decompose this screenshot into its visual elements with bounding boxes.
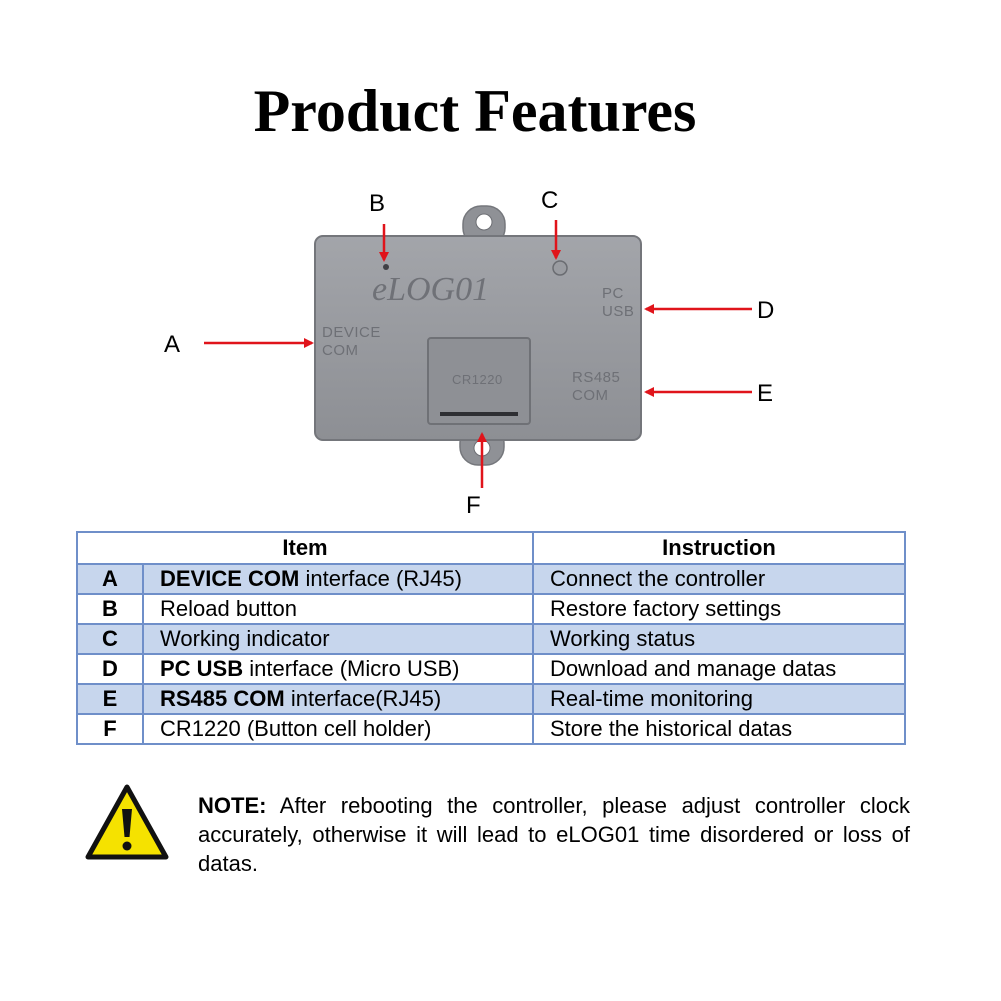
- row-item: Reload button: [142, 593, 534, 625]
- pc-usb-label-line2: USB: [602, 303, 634, 320]
- callout-c: C: [541, 187, 558, 214]
- row-code: B: [76, 593, 144, 625]
- callout-d: D: [757, 297, 774, 324]
- row-item: Working indicator: [142, 623, 534, 655]
- row-item-text: interface (RJ45): [299, 566, 462, 591]
- row-item: DEVICE COM interface (RJ45): [142, 563, 534, 595]
- row-item-text: Working indicator: [160, 626, 330, 651]
- row-item-bold: PC USB: [160, 656, 244, 681]
- row-code: D: [76, 653, 144, 685]
- row-item-bold: DEVICE COM: [160, 566, 300, 591]
- row-item-text: interface (Micro USB): [243, 656, 460, 681]
- features-table: Item Instruction A DEVICE COM interface …: [76, 531, 906, 745]
- device-com-label-line2: COM: [322, 342, 359, 359]
- pc-usb-label-line1: PC: [602, 285, 624, 302]
- row-code: A: [76, 563, 144, 595]
- device-com-label-line1: DEVICE: [322, 324, 381, 341]
- row-code: E: [76, 683, 144, 715]
- page-title: Product Features: [253, 78, 697, 144]
- table-header-row: Item Instruction: [76, 531, 906, 565]
- row-item: RS485 COM interface(RJ45): [142, 683, 534, 715]
- note-label: NOTE:: [198, 793, 267, 818]
- row-item-text: Reload button: [160, 596, 297, 621]
- device-diagram: eLOG01 DEVICE COM PC USB RS485 COM CR122…: [164, 187, 774, 519]
- row-item-bold: RS485 COM: [160, 686, 285, 711]
- reload-button-hole: [383, 264, 389, 270]
- table-row: B Reload button Restore factory settings: [76, 593, 906, 625]
- row-item-text: CR1220 (Button cell holder): [160, 716, 432, 741]
- row-instruction: Real-time monitoring: [532, 683, 906, 715]
- callout-e: E: [757, 380, 773, 407]
- row-instruction: Store the historical datas: [532, 713, 906, 745]
- row-code: F: [76, 713, 144, 745]
- row-instruction: Download and manage datas: [532, 653, 906, 685]
- row-code: C: [76, 623, 144, 655]
- device-logo: eLOG01: [372, 271, 489, 308]
- header-item: Item: [76, 531, 534, 565]
- note-text: NOTE: After rebooting the controller, pl…: [198, 791, 910, 878]
- warning-icon: [85, 784, 169, 860]
- callout-b: B: [369, 190, 385, 217]
- working-indicator-led: [552, 260, 568, 276]
- table-row: E RS485 COM interface(RJ45) Real-time mo…: [76, 683, 906, 715]
- note-body: After rebooting the controller, please a…: [198, 793, 910, 876]
- rs485-com-label-line2: COM: [572, 387, 609, 404]
- rs485-com-label-line1: RS485: [572, 369, 620, 386]
- row-item: CR1220 (Button cell holder): [142, 713, 534, 745]
- callout-a: A: [164, 331, 180, 358]
- callout-f: F: [466, 492, 481, 519]
- table-row: F CR1220 (Button cell holder) Store the …: [76, 713, 906, 745]
- table-row: D PC USB interface (Micro USB) Download …: [76, 653, 906, 685]
- battery-label: CR1220: [452, 372, 503, 387]
- battery-cover: CR1220: [427, 337, 531, 425]
- row-item: PC USB interface (Micro USB): [142, 653, 534, 685]
- table-row: C Working indicator Working status: [76, 623, 906, 655]
- row-instruction: Working status: [532, 623, 906, 655]
- table-row: A DEVICE COM interface (RJ45) Connect th…: [76, 563, 906, 595]
- row-instruction: Connect the controller: [532, 563, 906, 595]
- row-instruction: Restore factory settings: [532, 593, 906, 625]
- header-instruction: Instruction: [532, 531, 906, 565]
- row-item-text: interface(RJ45): [284, 686, 442, 711]
